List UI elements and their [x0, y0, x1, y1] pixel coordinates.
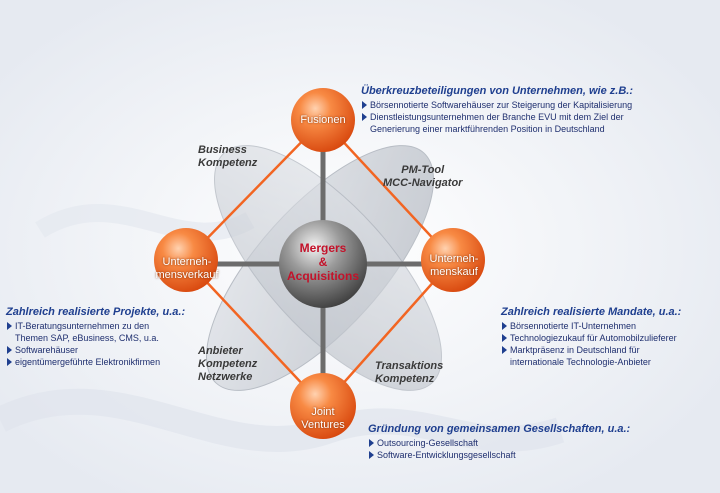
center-sphere [279, 220, 367, 308]
info-item: Marktpräsenz in Deutschland für internati… [501, 344, 681, 368]
background-swirl [35, 204, 255, 241]
ellipse-text: Netzwerke [198, 371, 253, 383]
node-text: Unterneh- [162, 256, 212, 268]
ellipse-label-transaktions: Transaktions Kompetenz [375, 360, 443, 386]
ellipse-text: Kompetenz [198, 157, 258, 169]
info-title: Gründung von gemeinsamen Gesellschaften,… [368, 423, 631, 435]
info-item-text: internationale Technologie-Anbieter [510, 357, 651, 367]
info-list: Börsennotierte IT-Unternehmen Technologi… [501, 320, 681, 368]
center-text: & [318, 255, 328, 269]
node-fusionen [291, 88, 355, 152]
ellipse-text: PM-Tool [401, 164, 445, 176]
arrow-bullet-icon [362, 101, 367, 109]
arrow-bullet-icon [502, 346, 507, 354]
node-text: Unterneh- [429, 253, 479, 265]
node-unternehmensverkauf [154, 228, 218, 292]
info-block-verkauf: Zahlreich realisierte Projekte, u.a.: IT… [6, 306, 185, 368]
node-text: Ventures [301, 419, 345, 431]
ellipse-text: Transaktions [375, 360, 444, 372]
center-text: Mergers [299, 241, 347, 255]
arrow-bullet-icon [7, 346, 12, 354]
ellipse-label-business: Business Kompetenz [198, 144, 257, 170]
info-item-text: eigentümergeführte Elektronikfirmen [15, 357, 161, 367]
info-list: Outsourcing-Gesellschaft Software-Entwic… [368, 437, 630, 461]
center-label: Mergers & Acquisitions [273, 241, 373, 283]
ellipse-text: Anbieter [198, 345, 243, 357]
node-label-right: Unterneh- menskauf [416, 253, 492, 279]
info-item-text: Technologiezukauf für Automobilzuliefere… [510, 333, 677, 343]
info-title: Zahlreich realisierte Projekte, u.a.: [6, 306, 186, 318]
node-text: Joint [311, 406, 335, 418]
info-item: Softwarehäuser [6, 344, 185, 356]
node-label-left: Unterneh- mensverkauf [148, 256, 226, 282]
info-item: eigentümergeführte Elektronikfirmen [6, 356, 185, 368]
info-item-text: Outsourcing-Gesellschaft [377, 438, 479, 448]
info-item-text: Themen SAP, eBusiness, CMS, u.a. [15, 333, 159, 343]
info-item-text: Börsennotierte IT-Unternehmen [510, 321, 637, 331]
info-list: Börsennotierte Softwarehäuser zur Steige… [361, 99, 633, 135]
info-item-text: Software-Entwicklungsgesellschaft [377, 450, 516, 460]
info-block-joint-ventures: Gründung von gemeinsamen Gesellschaften,… [368, 423, 630, 461]
ellipse-text: Kompetenz [198, 358, 258, 370]
arrow-bullet-icon [502, 322, 507, 330]
ellipse-text: Business [198, 144, 247, 156]
info-item-text: Softwarehäuser [15, 345, 79, 355]
info-item: Börsennotierte IT-Unternehmen [501, 320, 681, 332]
arrow-bullet-icon [7, 358, 12, 366]
info-item-text: Börsennotierte Softwarehäuser zur Steige… [370, 100, 633, 110]
arrow-bullet-icon [369, 439, 374, 447]
info-item-text: IT-Beratungsunternehmen zu den [15, 321, 150, 331]
node-text: menskauf [430, 266, 478, 278]
ellipse-label-anbieter: Anbieter Kompetenz Netzwerke [198, 345, 257, 384]
info-item: Börsennotierte Softwarehäuser zur Steige… [361, 99, 633, 111]
info-item-text: Generierung einer marktführenden Positio… [370, 124, 605, 134]
info-block-kauf: Zahlreich realisierte Mandate, u.a.: Bör… [501, 306, 681, 368]
info-item: Software-Entwicklungsgesellschaft [368, 449, 630, 461]
arrow-bullet-icon [369, 451, 374, 459]
node-text: Fusionen [300, 114, 346, 126]
info-title: Zahlreich realisierte Mandate, u.a.: [501, 306, 682, 318]
info-item: Outsourcing-Gesellschaft [368, 437, 630, 449]
info-item: Dienstleistungsunternehmen der Branche E… [361, 111, 633, 135]
arrow-bullet-icon [362, 113, 367, 121]
node-label-bottom: Joint Ventures [288, 406, 358, 432]
arrow-bullet-icon [502, 334, 507, 342]
center-text: Acquisitions [286, 269, 359, 283]
node-unternehmenskauf [421, 228, 485, 292]
info-item: Technologiezukauf für Automobilzuliefere… [501, 332, 681, 344]
arrow-bullet-icon [7, 322, 12, 330]
node-text: mensverkauf [155, 269, 219, 281]
ellipse-text: Kompetenz [375, 373, 435, 385]
info-block-fusionen: Überkreuzbeteiligungen von Unternehmen, … [361, 85, 633, 135]
node-joint-ventures [290, 373, 356, 439]
info-item-text: Dienstleistungsunternehmen der Branche E… [370, 112, 624, 122]
node-label-top: Fusionen [288, 114, 358, 127]
ellipse-label-pmtool: PM-Tool MCC-Navigator [383, 164, 462, 190]
ellipse-text: MCC-Navigator [383, 177, 463, 189]
info-title: Überkreuzbeteiligungen von Unternehmen, … [361, 85, 633, 97]
info-item-text: Marktpräsenz in Deutschland für [510, 345, 640, 355]
